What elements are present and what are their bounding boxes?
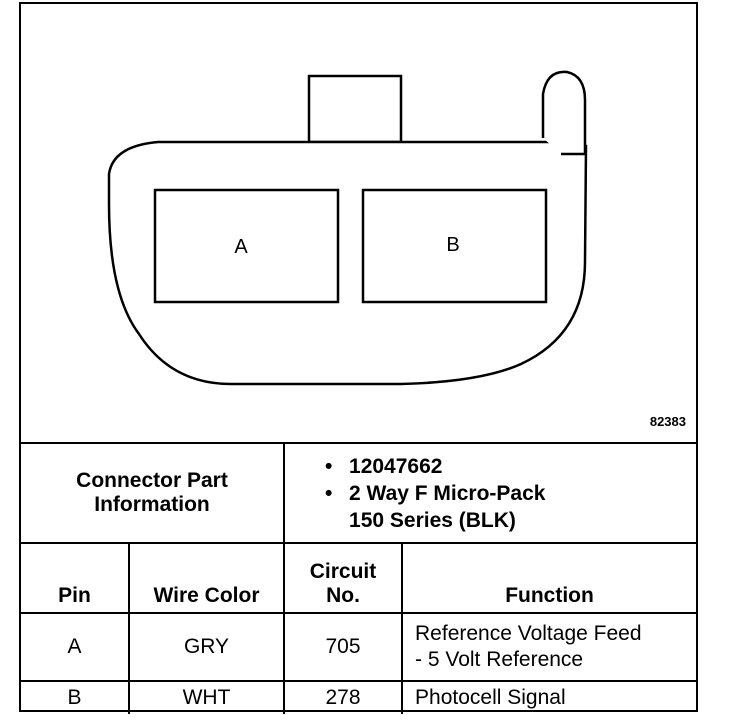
pin-cell: B — [21, 680, 130, 714]
cavity-b — [361, 188, 548, 304]
figure-number: 82383 — [649, 414, 686, 429]
header-circuit-line1: Circuit — [309, 560, 377, 583]
pin-cell: A — [21, 612, 130, 682]
latch-tab — [307, 74, 403, 144]
part-description-line1: 2 Way F Micro-Pack — [325, 480, 696, 507]
connector-face-drawing: A B — [107, 70, 588, 386]
keying-hook — [541, 70, 587, 156]
part-info-values: 12047662 2 Way F Micro-Pack 150 Series (… — [283, 442, 697, 544]
cavity-b-label: B — [446, 234, 459, 256]
wire-color-cell: GRY — [127, 612, 286, 682]
connector-sheet: A B 82383 Connector Part Information 120… — [19, 2, 698, 714]
header-circuit: Circuit No. — [283, 542, 404, 614]
function-line2: - 5 Volt Reference — [415, 648, 584, 671]
connector-diagram: A B 82383 — [21, 4, 696, 442]
table-row: A GRY 705 Reference Voltage Feed - 5 Vol… — [21, 612, 697, 682]
cavity-a — [153, 188, 340, 304]
part-info-row: Connector Part Information 12047662 2 Wa… — [21, 442, 697, 544]
part-number: 12047662 — [325, 453, 696, 480]
connector-body — [107, 140, 588, 386]
wire-color-cell: WHT — [127, 680, 286, 714]
part-description-line2: 150 Series (BLK) — [349, 508, 516, 532]
part-info-label-text: Connector Part Information — [76, 469, 228, 516]
table-header-row: Pin Wire Color Circuit No. Function — [21, 542, 697, 614]
header-pin: Pin — [21, 542, 130, 614]
header-function: Function — [401, 542, 697, 614]
circuit-cell: 278 — [283, 680, 404, 714]
header-circuit-line2: No. — [326, 584, 360, 607]
function-line1: Photocell Signal — [415, 686, 566, 709]
table-row: B WHT 278 Photocell Signal — [21, 680, 697, 714]
header-wire-color: Wire Color — [127, 542, 286, 614]
function-cell: Reference Voltage Feed - 5 Volt Referenc… — [401, 612, 697, 682]
part-info-label: Connector Part Information — [21, 442, 286, 544]
circuit-cell: 705 — [283, 612, 404, 682]
cavity-a-label: A — [234, 236, 248, 258]
connector-table: Connector Part Information 12047662 2 Wa… — [21, 442, 697, 714]
function-cell: Photocell Signal — [401, 680, 697, 714]
function-line1: Reference Voltage Feed — [415, 622, 642, 645]
